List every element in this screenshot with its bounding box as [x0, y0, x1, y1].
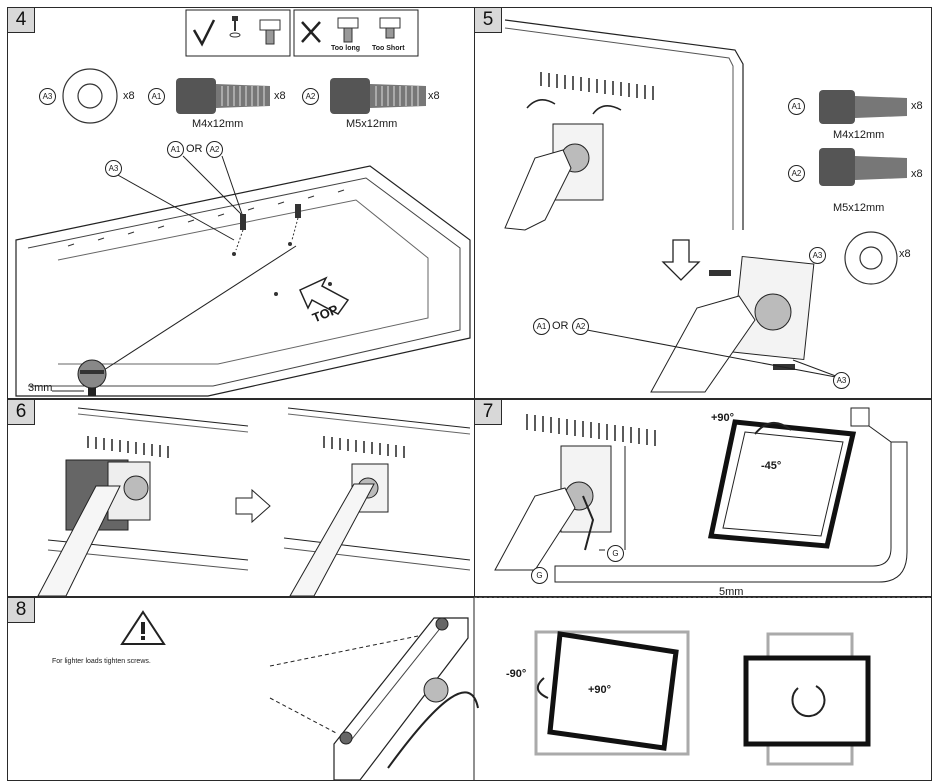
panel-divider [474, 597, 930, 598]
warning-icon [120, 610, 166, 645]
a2-quantity: x8 [911, 168, 923, 180]
rotate-minus45-label: -45° [761, 460, 782, 472]
callout-a1: A1 [167, 141, 184, 158]
a2-quantity: x8 [428, 90, 440, 102]
gap-label: 3mm [28, 382, 53, 394]
callout-a1: A1 [533, 318, 550, 335]
rotate-plus90-label: +90° [711, 412, 735, 424]
a2-size-label: M5x12mm [833, 202, 885, 214]
step-5-panel: 5 A1 x8 M4x12 [474, 7, 932, 399]
step-6-illustration [37, 407, 471, 596]
a3-quantity: x8 [899, 248, 911, 260]
step-6-panel: 6 [7, 399, 475, 597]
step-number: 4 [8, 8, 35, 33]
step-number: 5 [475, 8, 502, 33]
too-long-label: Too long [331, 45, 361, 52]
screw-icon [229, 16, 241, 38]
a1-size-label: M4x12mm [192, 118, 244, 130]
step-number: 8 [8, 598, 35, 623]
part-a3-marker: A3 [809, 247, 826, 264]
a1-size-label: M4x12mm [833, 129, 885, 141]
part-a1-marker: A1 [148, 88, 165, 105]
cross-icon [301, 21, 321, 43]
callout-a2: A2 [572, 318, 589, 335]
a2-size-label: M5x12mm [346, 118, 398, 130]
step-number: 6 [8, 400, 35, 425]
part-a2-marker: A2 [302, 88, 319, 105]
part-g-marker: G [531, 567, 548, 584]
step-7-illustration [494, 407, 908, 583]
step-7-panel: 7 +90° -45° G G 5mm [474, 399, 932, 597]
part-a2-marker: A2 [788, 165, 805, 182]
too-short-label: Too Short [372, 45, 405, 52]
step-number: 7 [475, 400, 502, 425]
right-arrow-icon [235, 488, 271, 524]
rotate-plus90-label: +90° [588, 684, 612, 696]
callout-a3: A3 [833, 372, 850, 389]
callout-a2: A2 [206, 141, 223, 158]
rotate-minus90-label: -90° [506, 668, 527, 680]
check-icon [192, 19, 216, 47]
step-8-panel: 8 For lighter loads tighten screws. -90°… [7, 597, 932, 781]
step-8-illustration [120, 598, 871, 780]
callout-g: G [607, 545, 624, 562]
step-4-panel: 4 [7, 7, 475, 399]
gap-label: 5mm [719, 586, 744, 597]
tighten-note: For lighter loads tighten screws. [52, 658, 151, 665]
step-5-illustration [504, 19, 907, 393]
or-label: OR [186, 143, 203, 155]
or-label: OR [552, 320, 569, 332]
part-a3-marker: A3 [39, 88, 56, 105]
down-arrow-icon [661, 239, 701, 281]
part-a1-marker: A1 [788, 98, 805, 115]
callout-a3: A3 [105, 160, 122, 177]
a1-quantity: x8 [274, 90, 286, 102]
a3-quantity: x8 [123, 90, 135, 102]
a1-quantity: x8 [911, 100, 923, 112]
step-4-illustration [15, 9, 471, 397]
